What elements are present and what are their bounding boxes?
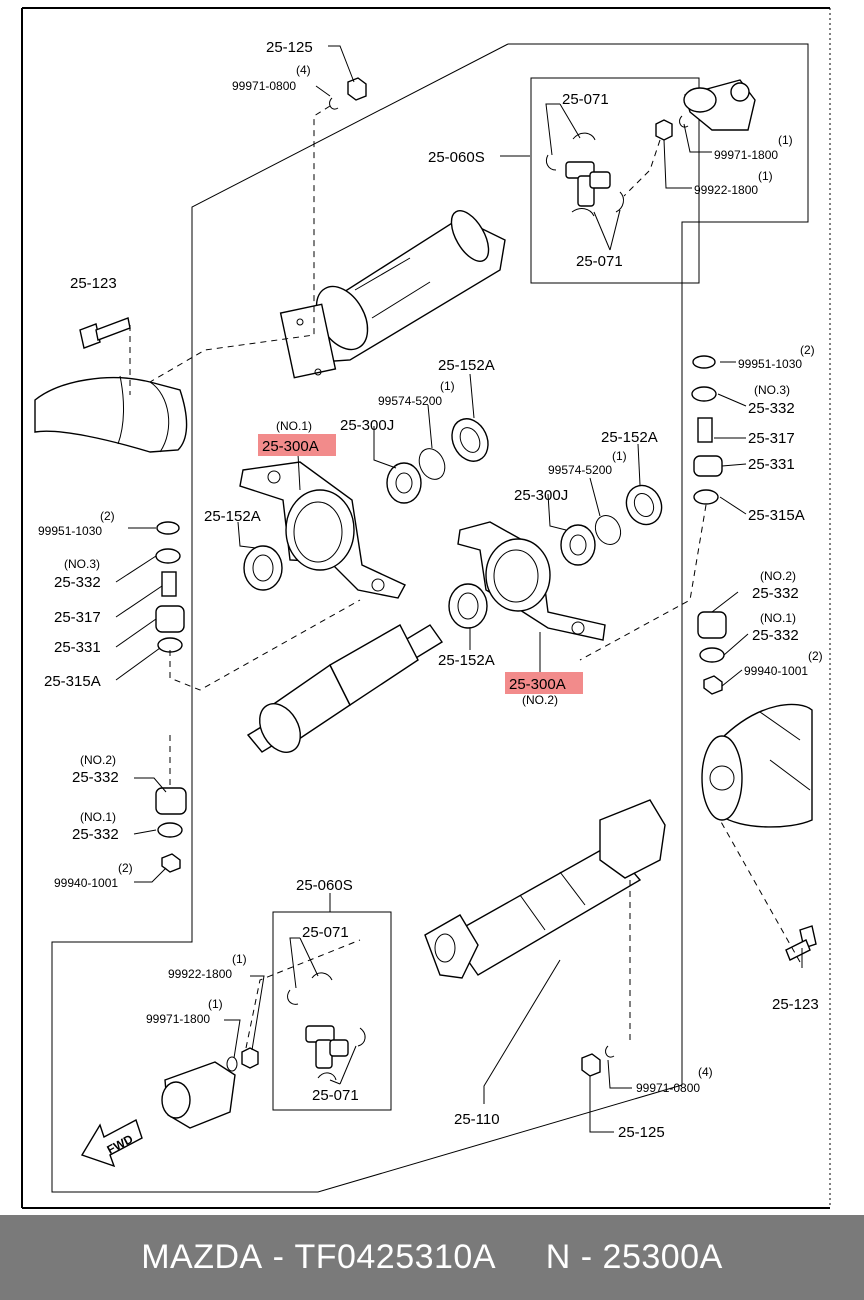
label-snap-right: 99574-5200 <box>548 463 612 477</box>
label-washer-bl: 99971-1800 <box>146 1012 210 1026</box>
universal-joint-cross-bottom <box>287 972 366 1081</box>
label-washer-tr-qty: (1) <box>778 133 793 147</box>
leader-lines <box>115 45 803 1133</box>
label-cross-top-b: 25-071 <box>576 253 623 270</box>
part-labels: 25-125 (4) 99971-0800 25-123 25-060S 25-… <box>38 39 823 1141</box>
label-washer-br: 99971-0800 <box>636 1081 700 1095</box>
label-nut-tr: 99922-1800 <box>694 183 758 197</box>
label-l-ins: 25-332 <box>54 574 101 591</box>
joint-set-box-top <box>530 77 700 284</box>
label-joint-set-top: 25-060S <box>428 149 485 166</box>
label-r-ins-no3: (NO.3) <box>754 383 790 397</box>
label-bearing-lower: 25-152A <box>438 652 495 669</box>
highlight-support-no1 <box>258 434 336 456</box>
label-nut-tr-qty: (1) <box>758 169 773 183</box>
label-r-collar: 25-317 <box>748 430 795 447</box>
label-seal-right: 25-300J <box>514 487 568 504</box>
footer-separator: - <box>262 1238 295 1276</box>
label-r-ins2: 25-332 <box>752 585 799 602</box>
label-bolt-left: 25-123 <box>70 275 117 292</box>
label-l2-nut-qty: (2) <box>118 861 133 875</box>
label-nut-bl-qty: (1) <box>232 952 247 966</box>
label-l2-ins1: 25-332 <box>72 826 119 843</box>
label-l-collar: 25-317 <box>54 609 101 626</box>
label-l-plate: 25-315A <box>44 673 101 690</box>
label-cross-bot-b: 25-071 <box>312 1087 359 1104</box>
label-snap-tc-qty: (1) <box>440 379 455 393</box>
label-cross-top-a: 25-071 <box>562 91 609 108</box>
label-washer-top: 99971-0800 <box>232 79 296 93</box>
label-bolt-right: 25-123 <box>772 996 819 1013</box>
label-washer-br-qty: (4) <box>698 1065 713 1079</box>
label-nut-top: 25-125 <box>266 39 313 56</box>
label-support-no1-tag: (NO.1) <box>276 419 312 433</box>
label-cross-bot-a: 25-071 <box>302 924 349 941</box>
label-l2-ins1-no1: (NO.1) <box>80 810 116 824</box>
transmission-housing <box>701 703 813 828</box>
propeller-shaft-lower <box>424 799 666 979</box>
label-washer-bl-qty: (1) <box>208 997 223 1011</box>
flange-yoke-bottom <box>161 1061 236 1129</box>
hardware-parts <box>79 77 817 1077</box>
guide-lines <box>129 105 801 1049</box>
label-r-nut: 99940-1001 <box>744 664 808 678</box>
label-r-washer: 99951-1030 <box>738 357 802 371</box>
label-bearing-left: 25-152A <box>204 508 261 525</box>
label-l-washer-qty: (2) <box>100 509 115 523</box>
label-support-no2-tag: (NO.2) <box>522 693 558 707</box>
label-bearing-tc: 25-152A <box>438 357 495 374</box>
label-joint-set-bottom: 25-060S <box>296 877 353 894</box>
label-l2-nut: 99940-1001 <box>54 876 118 890</box>
footer-gap <box>496 1238 546 1277</box>
rear-propeller-shaft <box>279 210 506 379</box>
flange-yoke-top <box>683 79 756 131</box>
label-seal-tc: 25-300J <box>340 417 394 434</box>
center-bearing-support-no1 <box>239 461 406 599</box>
label-washer-tr: 99971-1800 <box>714 148 778 162</box>
label-snap-right-qty: (1) <box>612 449 627 463</box>
universal-joint-cross-top <box>545 132 624 217</box>
label-nut-br: 25-125 <box>618 1124 665 1141</box>
label-support-no2: 25-300A <box>509 676 566 693</box>
footer-brand: MAZDA <box>141 1238 263 1276</box>
label-r-ins1-no1: (NO.1) <box>760 611 796 625</box>
label-r-washer-qty: (2) <box>800 343 815 357</box>
front-propeller-shaft <box>246 624 444 753</box>
joint-set-box-bottom <box>272 911 392 1111</box>
label-nut-bl: 99922-1800 <box>168 967 232 981</box>
label-snap-tc: 99574-5200 <box>378 394 442 408</box>
label-washer-top-qty: (4) <box>296 63 311 77</box>
center-bearing-support-no2 <box>457 521 606 641</box>
footer-part-number: TF0425310A <box>294 1238 497 1276</box>
label-r-ins2-no2: (NO.2) <box>760 569 796 583</box>
label-r-ins1: 25-332 <box>752 627 799 644</box>
label-l-washer: 99951-1030 <box>38 524 102 538</box>
label-r-nut-qty: (2) <box>808 649 823 663</box>
label-r-rubber: 25-331 <box>748 456 795 473</box>
bearing-parts <box>243 418 663 629</box>
label-shaft: 25-110 <box>454 1111 500 1128</box>
highlight-support-no2 <box>505 672 583 694</box>
forward-arrow-icon: FWD <box>80 1118 143 1168</box>
footer-banner: MAZDA - TF0425310A N - 25300A <box>0 1215 864 1300</box>
label-l2-ins2-no2: (NO.2) <box>80 753 116 767</box>
assembly-outline <box>51 43 809 1193</box>
label-l2-ins2: 25-332 <box>72 769 119 786</box>
label-bearing-right: 25-152A <box>601 429 658 446</box>
frame-rail-left <box>34 375 188 453</box>
label-l-ins-no3: (NO.3) <box>64 557 100 571</box>
label-support-no1: 25-300A <box>262 438 319 455</box>
label-r-plate: 25-315A <box>748 507 805 524</box>
label-r-ins: 25-332 <box>748 400 795 417</box>
footer-ref-number: N - 25300A <box>545 1238 723 1276</box>
label-l-rubber: 25-331 <box>54 639 101 656</box>
exploded-parts-diagram: FWD 25-125 (4) 99971-0800 25-123 25-060S… <box>21 7 831 1209</box>
